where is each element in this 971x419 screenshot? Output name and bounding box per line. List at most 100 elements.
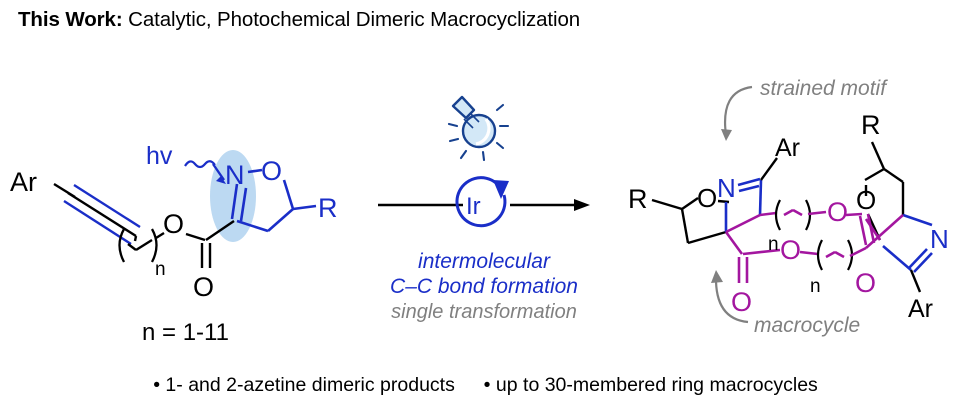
annotation-strained-motif: strained motif [760, 77, 888, 100]
annotation-macrocycle-arrowhead [711, 270, 723, 283]
bond-leftCAr-Cq [758, 179, 763, 216]
repeat-paren-left [118, 228, 126, 263]
bond-ch2-esterO [155, 231, 165, 240]
bond-leftN-CAr-a [737, 177, 761, 187]
alkyne-bond-b [73, 183, 141, 229]
bond-esterO-carbonyl [185, 232, 206, 242]
condition-line-1: intermolecular [418, 250, 551, 273]
page-title-text: Catalytic, Photochemical Dimeric Macrocy… [122, 8, 581, 31]
reaction-arrow-group: Ir intermolecular C–C bond formation sin… [378, 95, 590, 323]
bond-leftC5-C4 [680, 208, 690, 244]
annotation-macrocycle-arrow [714, 275, 749, 324]
reactant-linker-subscript: n [155, 259, 166, 280]
reactant-aryl-label: Ar [10, 167, 37, 197]
reactant-r-group-label: R [318, 193, 338, 223]
photon-arrow-shaft [212, 163, 225, 181]
footer-bullet-2: • up to 30-membered ring macrocycles [483, 374, 818, 396]
catalytic-cycle-arc [455, 176, 507, 228]
macro-right-Cq-to-carbonylC [864, 218, 882, 241]
macro-right-Cbridge-to-Cq [865, 214, 904, 249]
photon-squiggle [184, 160, 216, 169]
annotation-macrocycle: macrocycle [754, 314, 860, 337]
annotation-strained-arrow [724, 85, 753, 136]
bond-alkyne-ch2 [133, 235, 138, 242]
bond-leftO-N [717, 199, 730, 204]
bond-rightCAr-aryl [909, 269, 922, 293]
product-left-carbonyl-oxygen: O [731, 287, 752, 317]
macro-lower-to-Cq-right [849, 246, 867, 258]
ring-nitrogen-label: N [225, 160, 245, 190]
catalytic-cycle-arrowhead [493, 180, 509, 199]
bond-rightC5-C4 [883, 168, 904, 183]
reactant-ester-oxygen: O [163, 209, 184, 239]
ring-CN-double-b [239, 187, 248, 222]
macro-lower-ch2-b [834, 250, 845, 259]
macro-left-Cq-to-N-bridge [725, 213, 761, 234]
bond-rightC5-O [864, 167, 885, 182]
page-title-prefix: This Work: [18, 8, 123, 31]
macro-left-upper-ch2-b [792, 208, 803, 217]
bond-leftCAr-aryl [760, 157, 778, 181]
product-right-nitrogen: N [930, 224, 949, 254]
product-upper-ester-oxygen: O [827, 197, 848, 227]
bond-C5-C4 [267, 208, 294, 232]
repeat-paren-right [150, 228, 158, 263]
macro-left-upper-ch2-a [783, 208, 794, 217]
macro-lower-ch2-a [825, 250, 836, 259]
bond-rightR-C5 [870, 141, 886, 170]
bond-rightCAr-Cq [882, 245, 912, 271]
macro-left-bridge-to-chain [759, 211, 777, 217]
footer-bullets: • 1- and 2-azetine dimeric products • up… [0, 374, 971, 397]
annotation-strained-arrowhead [721, 129, 732, 141]
page-title: This Work: Catalytic, Photochemical Dime… [18, 8, 580, 32]
macro-right-CO-double-a [858, 215, 868, 246]
bond-leftC4-Cq [687, 230, 727, 245]
footer-bullet-1: • 1- and 2-azetine dimeric products [153, 374, 455, 396]
ring-CN-double-a [230, 183, 239, 220]
product-right-linker-subscript: n [810, 276, 821, 297]
bond-rightN-CAr-b [908, 248, 928, 269]
alkyne-bond-a [67, 191, 137, 238]
macro-left-upper-paren-left [774, 199, 781, 231]
bond-rightN-CAr-a [913, 252, 933, 273]
ring-oxygen-label: O [261, 156, 282, 186]
product-left-aryl-label: Ar [775, 134, 800, 162]
product-structure: R O N Ar O [628, 77, 949, 337]
bond-ch2-left [127, 243, 137, 251]
product-left-nitrogen: N [717, 173, 736, 203]
macro-left-upper-to-O [807, 210, 827, 216]
photon-arrow-head [216, 176, 226, 184]
macro-left-C-to-esterO [742, 248, 781, 256]
bond-leftR-C5 [651, 198, 683, 211]
macro-left-Cq-to-carbonyl [724, 231, 744, 255]
product-right-ring-oxygen: O [856, 185, 876, 215]
bond-ch2-right [135, 238, 153, 252]
reactive-site-highlight [210, 150, 256, 242]
product-right-carbonyl-oxygen: O [855, 268, 876, 298]
bond-ringO-C5 [282, 179, 295, 210]
product-right-r-group: R [861, 110, 881, 140]
macro-lower-paren-left [816, 239, 823, 271]
condition-line-2: C–C bond formation [390, 275, 578, 298]
product-left-ester-oxygen: O [780, 235, 801, 265]
product-left-linker-subscript: n [768, 234, 779, 255]
condition-line-3: single transformation [391, 301, 577, 323]
reaction-arrow-head [574, 199, 590, 211]
bond-N-O-ring [247, 168, 263, 174]
product-left-r-group: R [628, 184, 648, 214]
bond-rightCbridge-N [902, 213, 933, 227]
reactant-carbonyl-oxygen: O [193, 272, 214, 302]
bond-C5-R [292, 204, 317, 211]
reactant-n-range-label: n = 1-11 [142, 319, 229, 346]
macro-right-esterO-to-C [845, 212, 863, 217]
macro-lower-O-to-chain [799, 250, 819, 256]
bond-leftC5-O [681, 197, 699, 210]
reactant-structure: Ar n O O [10, 142, 338, 346]
photon-label: hv [146, 142, 173, 170]
product-left-ring-oxygen: O [697, 183, 717, 213]
lightbulb-icon [447, 95, 510, 162]
bond-C4-C3 [236, 219, 269, 233]
bond-carbonyl-ring [205, 220, 235, 241]
